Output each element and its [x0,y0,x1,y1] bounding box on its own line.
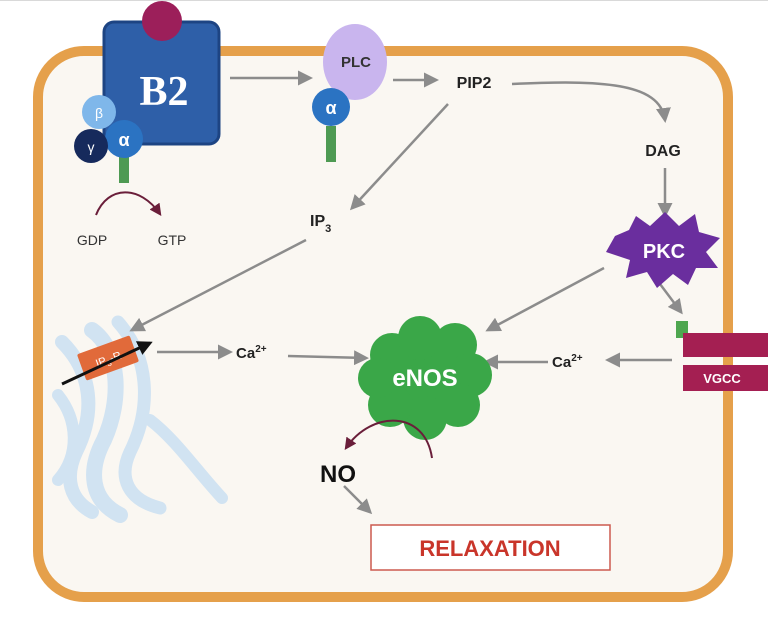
g-gamma-label: γ [88,139,95,155]
b2-receptor[interactable]: B2 [102,1,221,146]
g-alpha-stalk [119,155,129,183]
enos-no-arrow [344,419,433,459]
ca-right-sup: 2+ [571,353,583,364]
vgcc-channel[interactable]: VGCC [676,321,768,391]
vgcc-upper [683,333,768,357]
enos-label: eNOS [392,365,457,392]
arrow-pkc-enos [485,266,605,332]
plc-alpha-subunit [312,88,350,126]
vgcc-label: VGCC [703,371,741,386]
vgcc-lower [683,365,768,391]
gdp-label: GDP [77,232,107,248]
ca-left-sup: 2+ [255,344,267,355]
plc-enzyme[interactable]: PLC α [312,24,387,162]
g-alpha-subunit [105,120,143,158]
gtp-label: GTP [158,232,187,248]
plc-alpha-label: α [325,98,336,118]
gdp-gtp-arrow [95,191,162,216]
ip3-label: IP3 [310,213,331,235]
relaxation-box: RELAXATION [370,524,611,571]
pkc-label: PKC [643,241,685,263]
ca-right-base: Ca [552,354,572,371]
no-label: NO [320,461,356,488]
g-protein[interactable]: β α γ [74,95,143,183]
arrow-pip2-dag [511,81,671,123]
ip3-sub: 3 [325,223,331,235]
arrow-ip3-ip3r [129,238,307,332]
arrow-no-relaxation [343,485,373,515]
pathway-arrows [129,70,683,515]
top-divider [0,0,768,1]
ip3-base: IP [310,213,325,230]
relaxation-label: RELAXATION [419,536,560,561]
ca-left-base: Ca [236,345,256,362]
ip3r-channel-arrow [61,341,153,386]
g-alpha-label: α [118,130,129,150]
plc-stalk [326,126,336,162]
pip2-label: PIP2 [457,75,492,92]
g-gamma-subunit [74,129,108,163]
ca-left-label: Ca2+ [236,344,267,362]
ligand-circle [142,1,182,41]
enos-enzyme[interactable]: eNOS [358,316,492,440]
dag-label: DAG [645,143,681,160]
ca-right-label: Ca2+ [552,353,583,371]
arrow-pip2-ip3 [349,103,449,211]
b2-label: B2 [139,69,188,115]
g-beta-subunit [82,95,116,129]
arrow-pkc-vgcc [659,283,683,315]
g-beta-label: β [95,105,103,121]
pkc-kinase[interactable]: PKC [606,212,720,288]
arrow-ca-enos [287,350,369,366]
plc-label: PLC [341,54,371,71]
